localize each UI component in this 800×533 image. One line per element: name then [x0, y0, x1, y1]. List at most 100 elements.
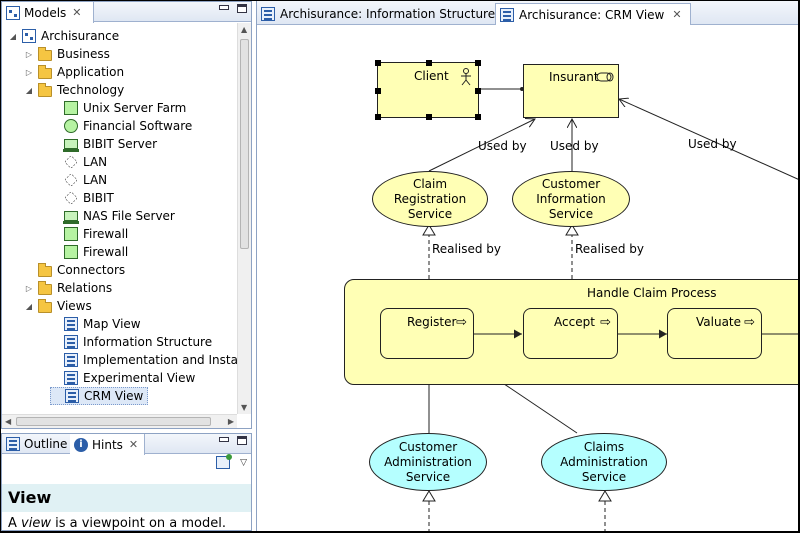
selection-handle[interactable] [375, 88, 381, 94]
customer-information-service-label: Customer Information Service [536, 177, 605, 222]
pin-icon[interactable] [216, 454, 233, 469]
folder-icon [38, 262, 52, 277]
tree-item[interactable]: Connectors [24, 261, 125, 279]
tree-item[interactable]: CRM View [50, 387, 149, 405]
scroll-left-icon[interactable]: ◀ [5, 417, 12, 426]
view-menu-icon[interactable]: ▽ [240, 457, 247, 468]
tree-item-label: Firewall [83, 245, 129, 259]
minimize-icon[interactable] [219, 436, 229, 445]
insurant-role[interactable]: Insurant [523, 64, 619, 118]
service-label-line: Information [536, 191, 606, 206]
tree-item[interactable]: LAN [50, 153, 107, 171]
folder-icon [38, 82, 52, 97]
maximize-icon[interactable] [237, 436, 247, 445]
customer-information-service[interactable]: Customer Information Service [512, 171, 630, 227]
tree-item[interactable]: ◢Views [24, 297, 92, 315]
claims-administration-service[interactable]: Claims Administration Service [541, 433, 667, 491]
tree-horizontal-scroll-thumb[interactable] [16, 417, 211, 426]
model-tree[interactable]: ◢Archisurance▷Business▷Application◢Techn… [2, 23, 237, 414]
tree-item[interactable]: Experimental View [50, 369, 195, 387]
selection-handle[interactable] [475, 60, 481, 66]
tab-outline[interactable]: Outline [2, 434, 73, 454]
tree-item[interactable]: Firewall [50, 243, 128, 261]
network-icon [64, 155, 78, 169]
tree-item[interactable]: Implementation and Installa [50, 351, 237, 369]
tab-outline-label: Outline [24, 437, 68, 451]
tree-item[interactable]: Firewall [50, 225, 128, 243]
tree-item[interactable]: ◢ Technology [24, 81, 124, 99]
tree-item[interactable]: Unix Server Farm [50, 99, 186, 117]
used-by-line-3[interactable] [619, 99, 798, 181]
close-icon[interactable]: ✕ [128, 438, 139, 451]
tree-item-label: Application [57, 65, 125, 79]
close-icon[interactable]: ✕ [72, 6, 82, 19]
folder-icon [38, 298, 52, 313]
tree-item-label: Technology [57, 83, 125, 97]
expand-toggle-icon[interactable]: ◢ [9, 31, 17, 41]
tree-vertical-scroll-thumb[interactable] [240, 39, 249, 249]
view-icon [64, 335, 78, 349]
hint-body-post: is a viewpoint on a model. [50, 516, 226, 531]
register-process[interactable]: Register ⇨ [380, 308, 474, 359]
service-label-line: Registration [393, 191, 467, 206]
selection-handle[interactable] [426, 60, 432, 66]
claim-registration-service[interactable]: Claim Registration Service [372, 171, 488, 227]
tree-horizontal-scrollbar[interactable]: ◀ ▶ [2, 414, 237, 428]
scroll-right-icon[interactable]: ▶ [227, 417, 234, 426]
expand-toggle-icon[interactable]: ▷ [25, 67, 33, 77]
device-icon [63, 139, 79, 152]
tree-item[interactable]: Financial Software [50, 117, 192, 135]
expand-toggle-icon[interactable]: ▷ [25, 283, 33, 293]
model-tree-icon [6, 5, 20, 20]
tree-item[interactable]: ▷ Application [24, 63, 124, 81]
maximize-icon[interactable] [237, 4, 247, 13]
tab-crm-view[interactable]: Archisurance: CRM View ✕ [495, 3, 691, 25]
process-arrow-icon: ⇨ [600, 315, 611, 330]
tree-item-label: LAN [83, 155, 108, 169]
tab-information-structure-label: Archisurance: Information Structure [280, 7, 496, 21]
tree-item[interactable]: LAN [50, 171, 107, 189]
service-label-line: Service [548, 206, 594, 221]
tree-vertical-scrollbar[interactable]: ▲ ▼ [237, 23, 251, 414]
tree-item[interactable]: Information Structure [50, 333, 212, 351]
tree-item[interactable]: BIBIT [50, 189, 114, 207]
tree-item[interactable]: NAS File Server [50, 207, 175, 225]
realisation-triangle-3 [422, 490, 436, 502]
scroll-up-icon[interactable]: ▲ [241, 25, 248, 34]
accept-process[interactable]: Accept ⇨ [523, 308, 618, 359]
service-label-line: Service [581, 469, 627, 484]
expand-toggle-icon[interactable]: ◢ [25, 85, 33, 95]
used-by-label-3: Used by [688, 137, 737, 151]
close-icon[interactable]: ✕ [672, 8, 682, 21]
tree-item[interactable]: Map View [50, 315, 141, 333]
tree-item-label: NAS File Server [83, 209, 175, 223]
selection-handle[interactable] [475, 88, 481, 94]
tree-item[interactable]: ▷Relations [24, 279, 112, 297]
minimize-icon[interactable] [219, 4, 229, 13]
selection-handle[interactable] [375, 60, 381, 66]
tree-item[interactable]: ◢Archisurance [8, 27, 119, 45]
selection-handle[interactable] [475, 114, 481, 120]
expand-toggle-icon[interactable]: ◢ [25, 301, 33, 311]
tab-hints[interactable]: i Hints ✕ [70, 434, 146, 455]
client-actor[interactable]: Client [375, 60, 481, 120]
tab-information-structure[interactable]: Archisurance: Information Structure [257, 3, 503, 25]
view-icon [500, 7, 514, 22]
selection-handle[interactable] [375, 114, 381, 120]
register-label: Register [407, 315, 457, 329]
tab-models-label: Models [24, 5, 67, 20]
selection-handle[interactable] [426, 114, 432, 120]
tab-crm-view-label: Archisurance: CRM View [519, 7, 665, 22]
expand-toggle-icon[interactable]: ▷ [25, 49, 33, 59]
realisation-triangle-4 [598, 490, 612, 502]
diagram-editor[interactable]: Archisurance: Information Structure Arch… [256, 1, 798, 531]
used-by-line-1[interactable] [428, 119, 535, 172]
scroll-down-icon[interactable]: ▼ [241, 403, 248, 412]
service-label-line: Customer [541, 176, 601, 191]
tab-models[interactable]: Models ✕ [2, 2, 94, 23]
valuate-process[interactable]: Valuate ⇨ [667, 308, 762, 359]
customer-administration-service[interactable]: Customer Administration Service [369, 433, 487, 491]
tree-item[interactable]: BIBIT Server [50, 135, 157, 153]
tree-item[interactable]: ▷Business [24, 45, 110, 63]
